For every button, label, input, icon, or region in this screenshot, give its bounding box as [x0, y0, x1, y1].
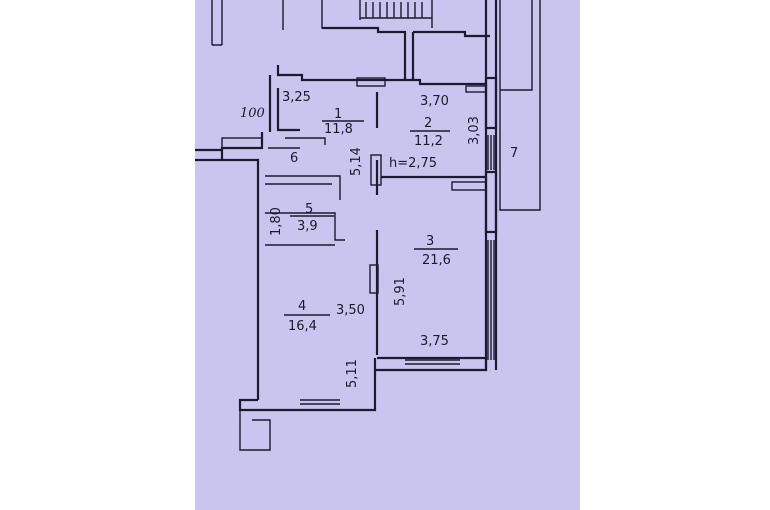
dim-350: 3,50 [336, 303, 365, 318]
left-wall [195, 75, 272, 400]
room-4-area: 16,4 [288, 319, 317, 334]
dim-303: 3,03 [467, 116, 482, 145]
column [484, 76, 498, 130]
window [300, 359, 460, 405]
upper-walls [322, 26, 490, 80]
vent [465, 85, 487, 93]
room-5-area: 3,9 [297, 219, 318, 234]
dim-375: 3,75 [420, 334, 449, 349]
ceiling-height: h=2,75 [389, 156, 437, 171]
dim-591: 5,91 [393, 277, 408, 306]
dim-514: 5,14 [349, 147, 364, 176]
dim-325: 3,25 [282, 90, 311, 105]
entrance-door [221, 137, 263, 149]
vent [356, 77, 386, 87]
dim-180: 1,80 [269, 207, 284, 236]
dim-370: 3,70 [420, 94, 449, 109]
room-7-number: 7 [510, 146, 518, 161]
column [370, 154, 382, 186]
room-5-number: 5 [305, 202, 313, 217]
door [369, 264, 379, 294]
bottom-stub [239, 410, 271, 451]
dim-100: 100 [240, 106, 265, 121]
vent [451, 181, 487, 191]
balcony-outline [499, 0, 541, 211]
column [484, 170, 498, 234]
top-wall [276, 65, 486, 132]
room-2-number: 2 [424, 116, 432, 131]
room-2-area: 11,2 [414, 134, 443, 149]
floor-plan-paper [195, 0, 580, 510]
bathroom-walls [265, 175, 345, 246]
room-3-area: 21,6 [422, 253, 451, 268]
partition [268, 137, 326, 149]
bottom-wall [238, 356, 488, 412]
room-3-number: 3 [426, 234, 434, 249]
room-1-area: 11,8 [324, 122, 353, 137]
room-4-number: 4 [298, 299, 306, 314]
room-6-number: 6 [290, 151, 298, 166]
room-1-number: 1 [334, 107, 342, 122]
stairs [211, 0, 433, 46]
window [487, 135, 495, 360]
dim-511: 5,11 [345, 359, 360, 388]
